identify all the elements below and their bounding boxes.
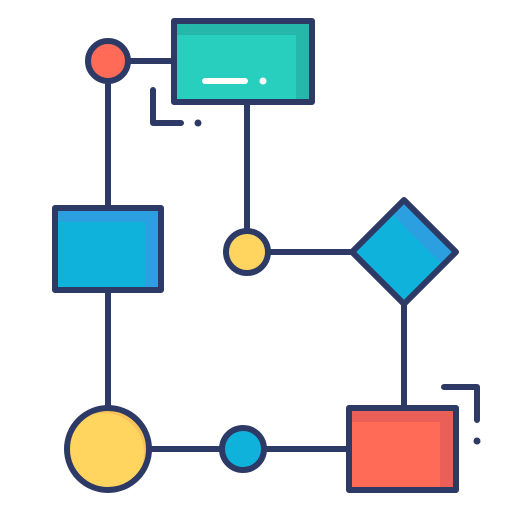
- text-placeholder-dot: [259, 77, 267, 85]
- decision-diamond-node: [349, 197, 459, 307]
- accent-dot-bottom: [473, 437, 481, 445]
- decorative-accents: [150, 87, 480, 423]
- start-circle-node: [85, 38, 131, 84]
- process-box-left: [52, 205, 164, 293]
- end-circle-node: [64, 405, 152, 493]
- process-box-bottom: [346, 405, 459, 493]
- accent-dot-top: [194, 119, 202, 127]
- process-box-top: [171, 18, 315, 105]
- junction-circle-bottom: [219, 425, 267, 473]
- connector-lines: [105, 58, 407, 452]
- junction-circle-middle: [223, 228, 271, 276]
- corner-accent-top: [150, 87, 184, 126]
- corner-accent-bottom: [441, 384, 480, 423]
